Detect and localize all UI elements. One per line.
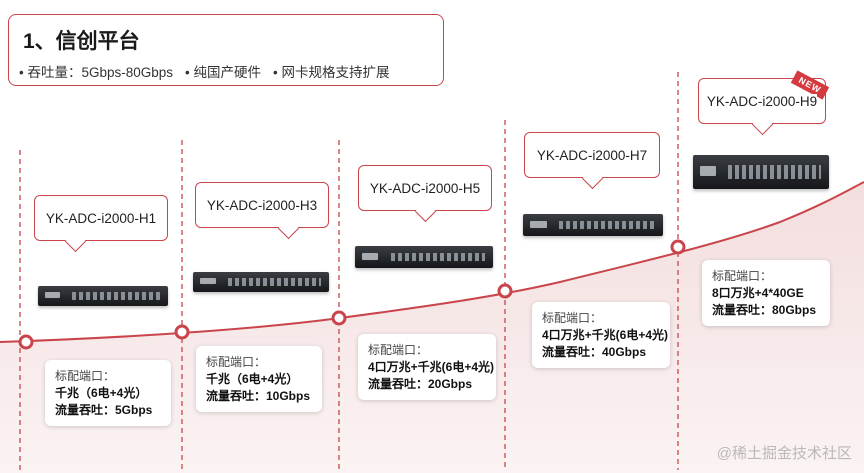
milestones — [18, 239, 686, 350]
spec-card-h5: 标配端口： 4口万兆+千兆(6电+4光) 流量吞吐：20Gbps — [358, 334, 496, 400]
model-name: YK-ADC-i2000-H5 — [369, 180, 481, 196]
spec-throughput: 流量吞吐：40Gbps — [542, 345, 647, 359]
header-title: 1、信创平台 — [23, 30, 140, 53]
device-image-h9 — [693, 155, 829, 189]
model-name: YK-ADC-i2000-H9 — [706, 93, 818, 109]
device-image-h5 — [355, 246, 493, 268]
spec-label: 标配端口： — [206, 355, 267, 369]
model-name: YK-ADC-i2000-H3 — [206, 197, 318, 213]
spec-ports: 8口万兆+4*40GE — [712, 286, 804, 300]
milestone-dot — [497, 283, 513, 299]
wave-line — [0, 181, 864, 343]
device-image-h7 — [523, 214, 663, 236]
milestone-dot — [670, 239, 686, 255]
spec-card-h1: 标配端口： 千兆（6电+4光） 流量吞吐：5Gbps — [45, 360, 171, 426]
spec-card-h7: 标配端口： 4口万兆+千兆(6电+4光) 流量吞吐：40Gbps — [532, 302, 670, 368]
device-image-h1 — [38, 286, 168, 306]
milestone-dot — [331, 310, 347, 326]
spec-throughput: 流量吞吐：10Gbps — [206, 389, 311, 403]
spec-ports: 千兆（6电+4光） — [206, 372, 299, 386]
spec-ports: 4口万兆+千兆(6电+4光) — [542, 328, 669, 342]
spec-ports: 千兆（6电+4光） — [55, 386, 148, 400]
spec-card-h3: 标配端口： 千兆（6电+4光） 流量吞吐：10Gbps — [196, 346, 322, 412]
spec-label: 标配端口： — [542, 311, 603, 325]
feature-item: 纯国产硬件 — [185, 61, 262, 81]
feature-item: 吞吐量：5Gbps-80Gbps — [19, 61, 173, 81]
spec-label: 标配端口： — [55, 369, 116, 383]
header-box: 1、信创平台 吞吐量：5Gbps-80Gbps 纯国产硬件 网卡规格支持扩展 — [8, 14, 444, 86]
spec-throughput: 流量吞吐：5Gbps — [55, 403, 153, 417]
milestone-dot — [174, 324, 190, 340]
spec-label: 标配端口： — [368, 343, 429, 357]
model-name: YK-ADC-i2000-H7 — [536, 147, 648, 163]
model-callout-h3: YK-ADC-i2000-H3 — [195, 182, 329, 240]
model-callout-h5: YK-ADC-i2000-H5 — [358, 165, 492, 223]
spec-card-h9: 标配端口： 8口万兆+4*40GE 流量吞吐：80Gbps — [702, 260, 830, 326]
model-callout-h7: YK-ADC-i2000-H7 — [524, 132, 660, 190]
spec-ports: 4口万兆+千兆(6电+4光) — [368, 360, 495, 374]
model-name: YK-ADC-i2000-H1 — [45, 210, 157, 226]
feature-list: 吞吐量：5Gbps-80Gbps 纯国产硬件 网卡规格支持扩展 — [19, 61, 390, 81]
spec-label: 标配端口： — [712, 269, 773, 283]
watermark: @稀土掘金技术社区 — [716, 445, 852, 462]
spec-throughput: 流量吞吐：20Gbps — [368, 377, 473, 391]
feature-item: 网卡规格支持扩展 — [273, 61, 390, 81]
model-callout-h9: YK-ADC-i2000-H9 — [698, 78, 826, 136]
milestone-dot — [18, 334, 34, 350]
device-image-h3 — [193, 272, 329, 292]
spec-throughput: 流量吞吐：80Gbps — [712, 303, 817, 317]
model-callout-h1: YK-ADC-i2000-H1 — [34, 195, 168, 253]
